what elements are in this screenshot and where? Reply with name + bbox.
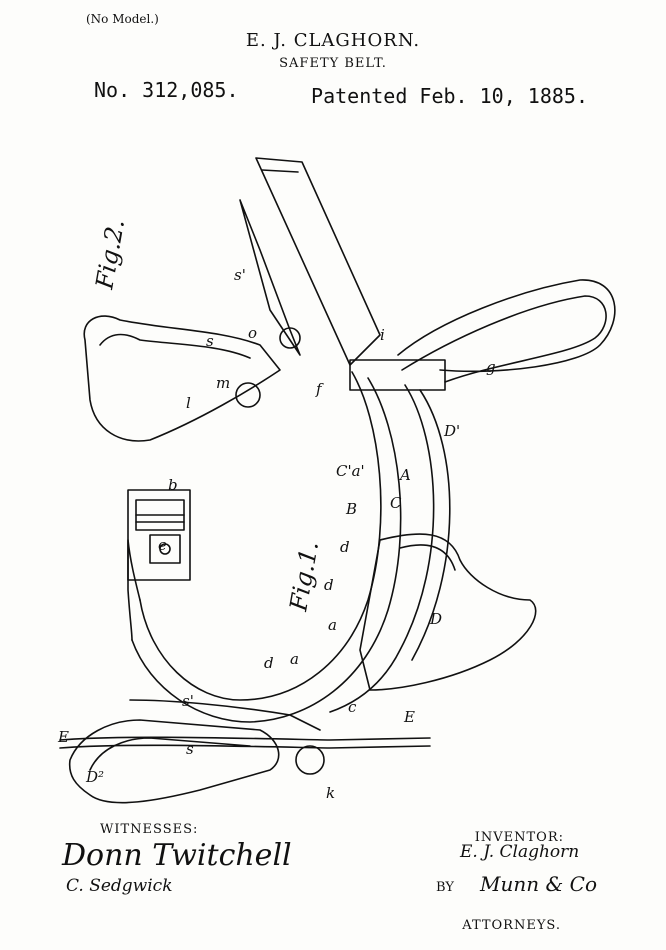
ref-c-a-prime: C'a': [336, 462, 365, 480]
ref-k: k: [326, 784, 335, 802]
snap-hook-lower: [68, 699, 321, 804]
witness-signature-2: C. Sedgwick: [66, 876, 173, 896]
fig1-label: Fig.1.: [284, 539, 324, 614]
witness-signature-1: Donn Twitchell: [62, 838, 292, 873]
attorneys-signature: Munn & Co: [480, 872, 597, 896]
ref-s-prime-bottom: s': [182, 692, 194, 710]
belt-buckle: [127, 489, 191, 581]
snap-hook-upper: [83, 199, 301, 442]
ref-s-top: s: [206, 332, 214, 350]
inventor-signature: E. J. Claghorn: [460, 842, 580, 862]
ref-d-lower-3: d: [264, 654, 274, 672]
ref-m: m: [216, 374, 230, 392]
ref-g: g: [486, 358, 496, 376]
ref-b-top: b: [168, 476, 178, 494]
rope: [59, 736, 431, 749]
ring-k: [295, 745, 325, 775]
inventor-label: INVENTOR:: [474, 830, 564, 845]
side-loop-strap: [349, 279, 616, 391]
patent-date: Patented Feb. 10, 1885.: [311, 84, 588, 108]
ref-s-bottom: s: [186, 740, 194, 758]
perforated-strap: [255, 157, 381, 366]
ref-d-lower-2: d: [324, 576, 334, 594]
ref-d-squared: D²: [85, 768, 104, 786]
fig2-label: Fig.2.: [90, 217, 130, 292]
inventor-name: E. J. CLAGHORN.: [245, 30, 421, 51]
ref-a-lower-2: a: [290, 650, 299, 668]
ref-e-cap-right: E: [403, 708, 415, 726]
ref-c: C: [390, 494, 402, 512]
main-belt: [127, 371, 451, 723]
ref-e-cap-left: E: [57, 728, 69, 746]
ref-f: f: [315, 380, 324, 398]
ref-d-prime: D': [443, 422, 460, 440]
tool-pouch: [359, 533, 537, 691]
ref-i: i: [380, 326, 385, 344]
ref-d-lower-1: d: [340, 538, 350, 556]
ref-o: o: [248, 324, 257, 342]
ref-l: l: [186, 394, 191, 412]
ref-a-lower-1: a: [328, 616, 337, 634]
no-model-note: (No Model.): [86, 12, 159, 26]
ref-a: A: [398, 466, 411, 484]
attorneys-label: ATTORNEYS.: [462, 918, 561, 933]
ref-d-cap: D: [429, 610, 442, 628]
patent-number: No. 312,085.: [94, 78, 239, 102]
ref-e: e: [158, 536, 167, 554]
patent-title: SAFETY BELT.: [279, 56, 387, 71]
ref-c-lower: c: [348, 698, 357, 716]
ref-b-cap: B: [345, 500, 357, 518]
witnesses-label: WITNESSES:: [100, 822, 199, 837]
ref-s-prime-top: s': [234, 266, 246, 284]
by-label: BY: [436, 880, 454, 895]
